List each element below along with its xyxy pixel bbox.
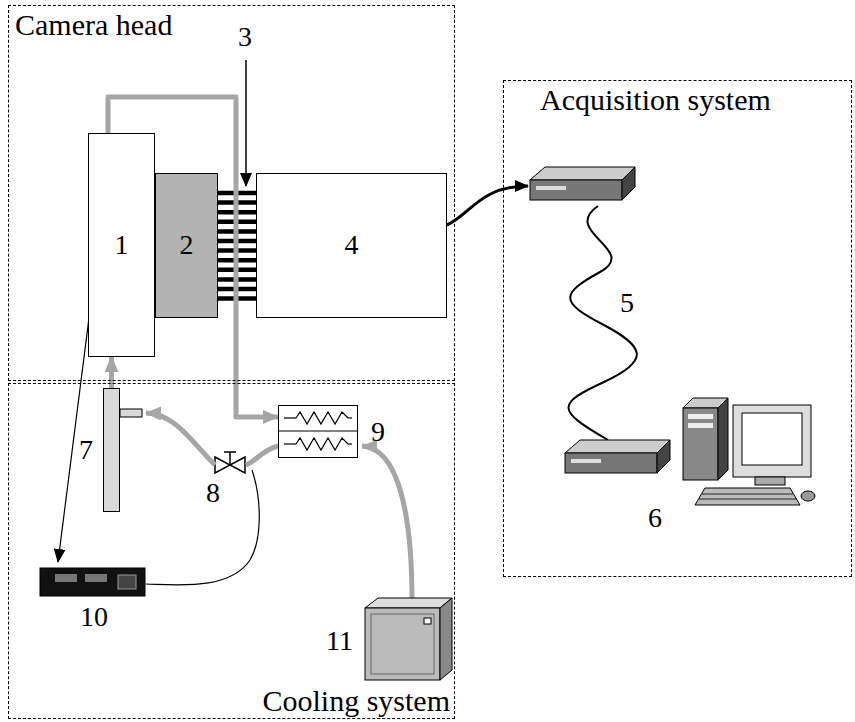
- acquisition-unit: [536, 186, 566, 190]
- control-wire: [146, 470, 259, 585]
- callout-number: 1: [115, 230, 129, 261]
- heat-exchanger-coil: [296, 438, 348, 450]
- controller: [55, 574, 77, 582]
- chiller: [365, 598, 452, 680]
- computer: [695, 488, 800, 505]
- data-cable: [568, 206, 636, 440]
- computer: [683, 408, 718, 480]
- heat-exchanger: 9: [278, 405, 358, 458]
- callout-number: 11: [326, 626, 353, 657]
- heat-exchanger-coil: [284, 417, 296, 418]
- callout-number: 3: [238, 22, 252, 53]
- coolant-pipe: 7: [103, 388, 120, 512]
- computer: [688, 423, 713, 428]
- data-cable: [447, 186, 528, 225]
- region-outline: Acquisition system: [503, 80, 852, 577]
- computer: [733, 405, 811, 477]
- controller: [40, 568, 145, 596]
- heat-exchanger-coil: [278, 431, 358, 432]
- acquisition-unit: [657, 440, 670, 473]
- heat-exchanger-coil: [278, 412, 358, 450]
- valve: [215, 457, 230, 473]
- valve: [230, 457, 245, 473]
- coolant-line: [362, 446, 412, 600]
- coolant-line: [146, 413, 215, 465]
- region-outline: Camera head 1 2 4: [8, 5, 455, 381]
- coolant-line: [246, 446, 278, 465]
- computer: [702, 494, 793, 495]
- region-title: Cooling system: [262, 684, 450, 717]
- acquisition-unit: [530, 180, 622, 200]
- callout-number: 7: [79, 435, 93, 466]
- controller: [40, 568, 145, 596]
- chiller: [424, 618, 431, 624]
- chiller: [365, 598, 452, 608]
- region-title: Camera head: [15, 8, 172, 41]
- acquisition-unit: [571, 459, 601, 463]
- callout-number: 4: [345, 230, 359, 261]
- camera-box: 4: [256, 173, 447, 318]
- controller: [118, 575, 136, 589]
- callout-number: 8: [206, 478, 220, 509]
- computer: [801, 491, 815, 501]
- acquisition-unit: [565, 453, 657, 473]
- callout-number: 10: [80, 602, 108, 633]
- heat-exchanger-coil: [348, 443, 352, 444]
- leader-line: [246, 60, 247, 186]
- chiller: [371, 614, 434, 674]
- computer: [742, 413, 802, 465]
- computer: [718, 398, 728, 480]
- heat-exchanger-coil: [284, 443, 296, 444]
- coolant-line: [120, 409, 142, 417]
- acquisition-unit: [565, 440, 670, 473]
- chiller: [365, 608, 440, 680]
- data-cable: [447, 186, 637, 440]
- chiller: [440, 598, 452, 680]
- coolant-line: [120, 409, 412, 600]
- callout-number: 9: [371, 416, 385, 447]
- callout-number: 6: [648, 503, 662, 534]
- heat-exchanger-coil: [296, 412, 348, 424]
- valve: [229, 452, 231, 465]
- computer: [699, 499, 797, 500]
- valve: [215, 452, 245, 473]
- computer: [755, 477, 785, 485]
- camera-box: 2: [155, 173, 218, 318]
- region-outline: Cooling system 7 9: [8, 383, 455, 719]
- acquisition-unit: [565, 440, 670, 453]
- callout-number: 2: [180, 230, 194, 261]
- computer: [683, 398, 815, 505]
- controller: [85, 574, 107, 582]
- computer: [688, 414, 713, 419]
- acquisition-unit: [530, 167, 635, 200]
- heat-exchanger-coil: [348, 417, 352, 418]
- valve: [224, 451, 236, 453]
- region-title: Acquisition system: [540, 83, 771, 116]
- camera-box: 1: [88, 133, 155, 357]
- leader-line: [245, 60, 247, 186]
- acquisition-unit: [622, 167, 635, 200]
- callout-number: 5: [620, 288, 634, 319]
- acquisition-unit: [530, 167, 635, 180]
